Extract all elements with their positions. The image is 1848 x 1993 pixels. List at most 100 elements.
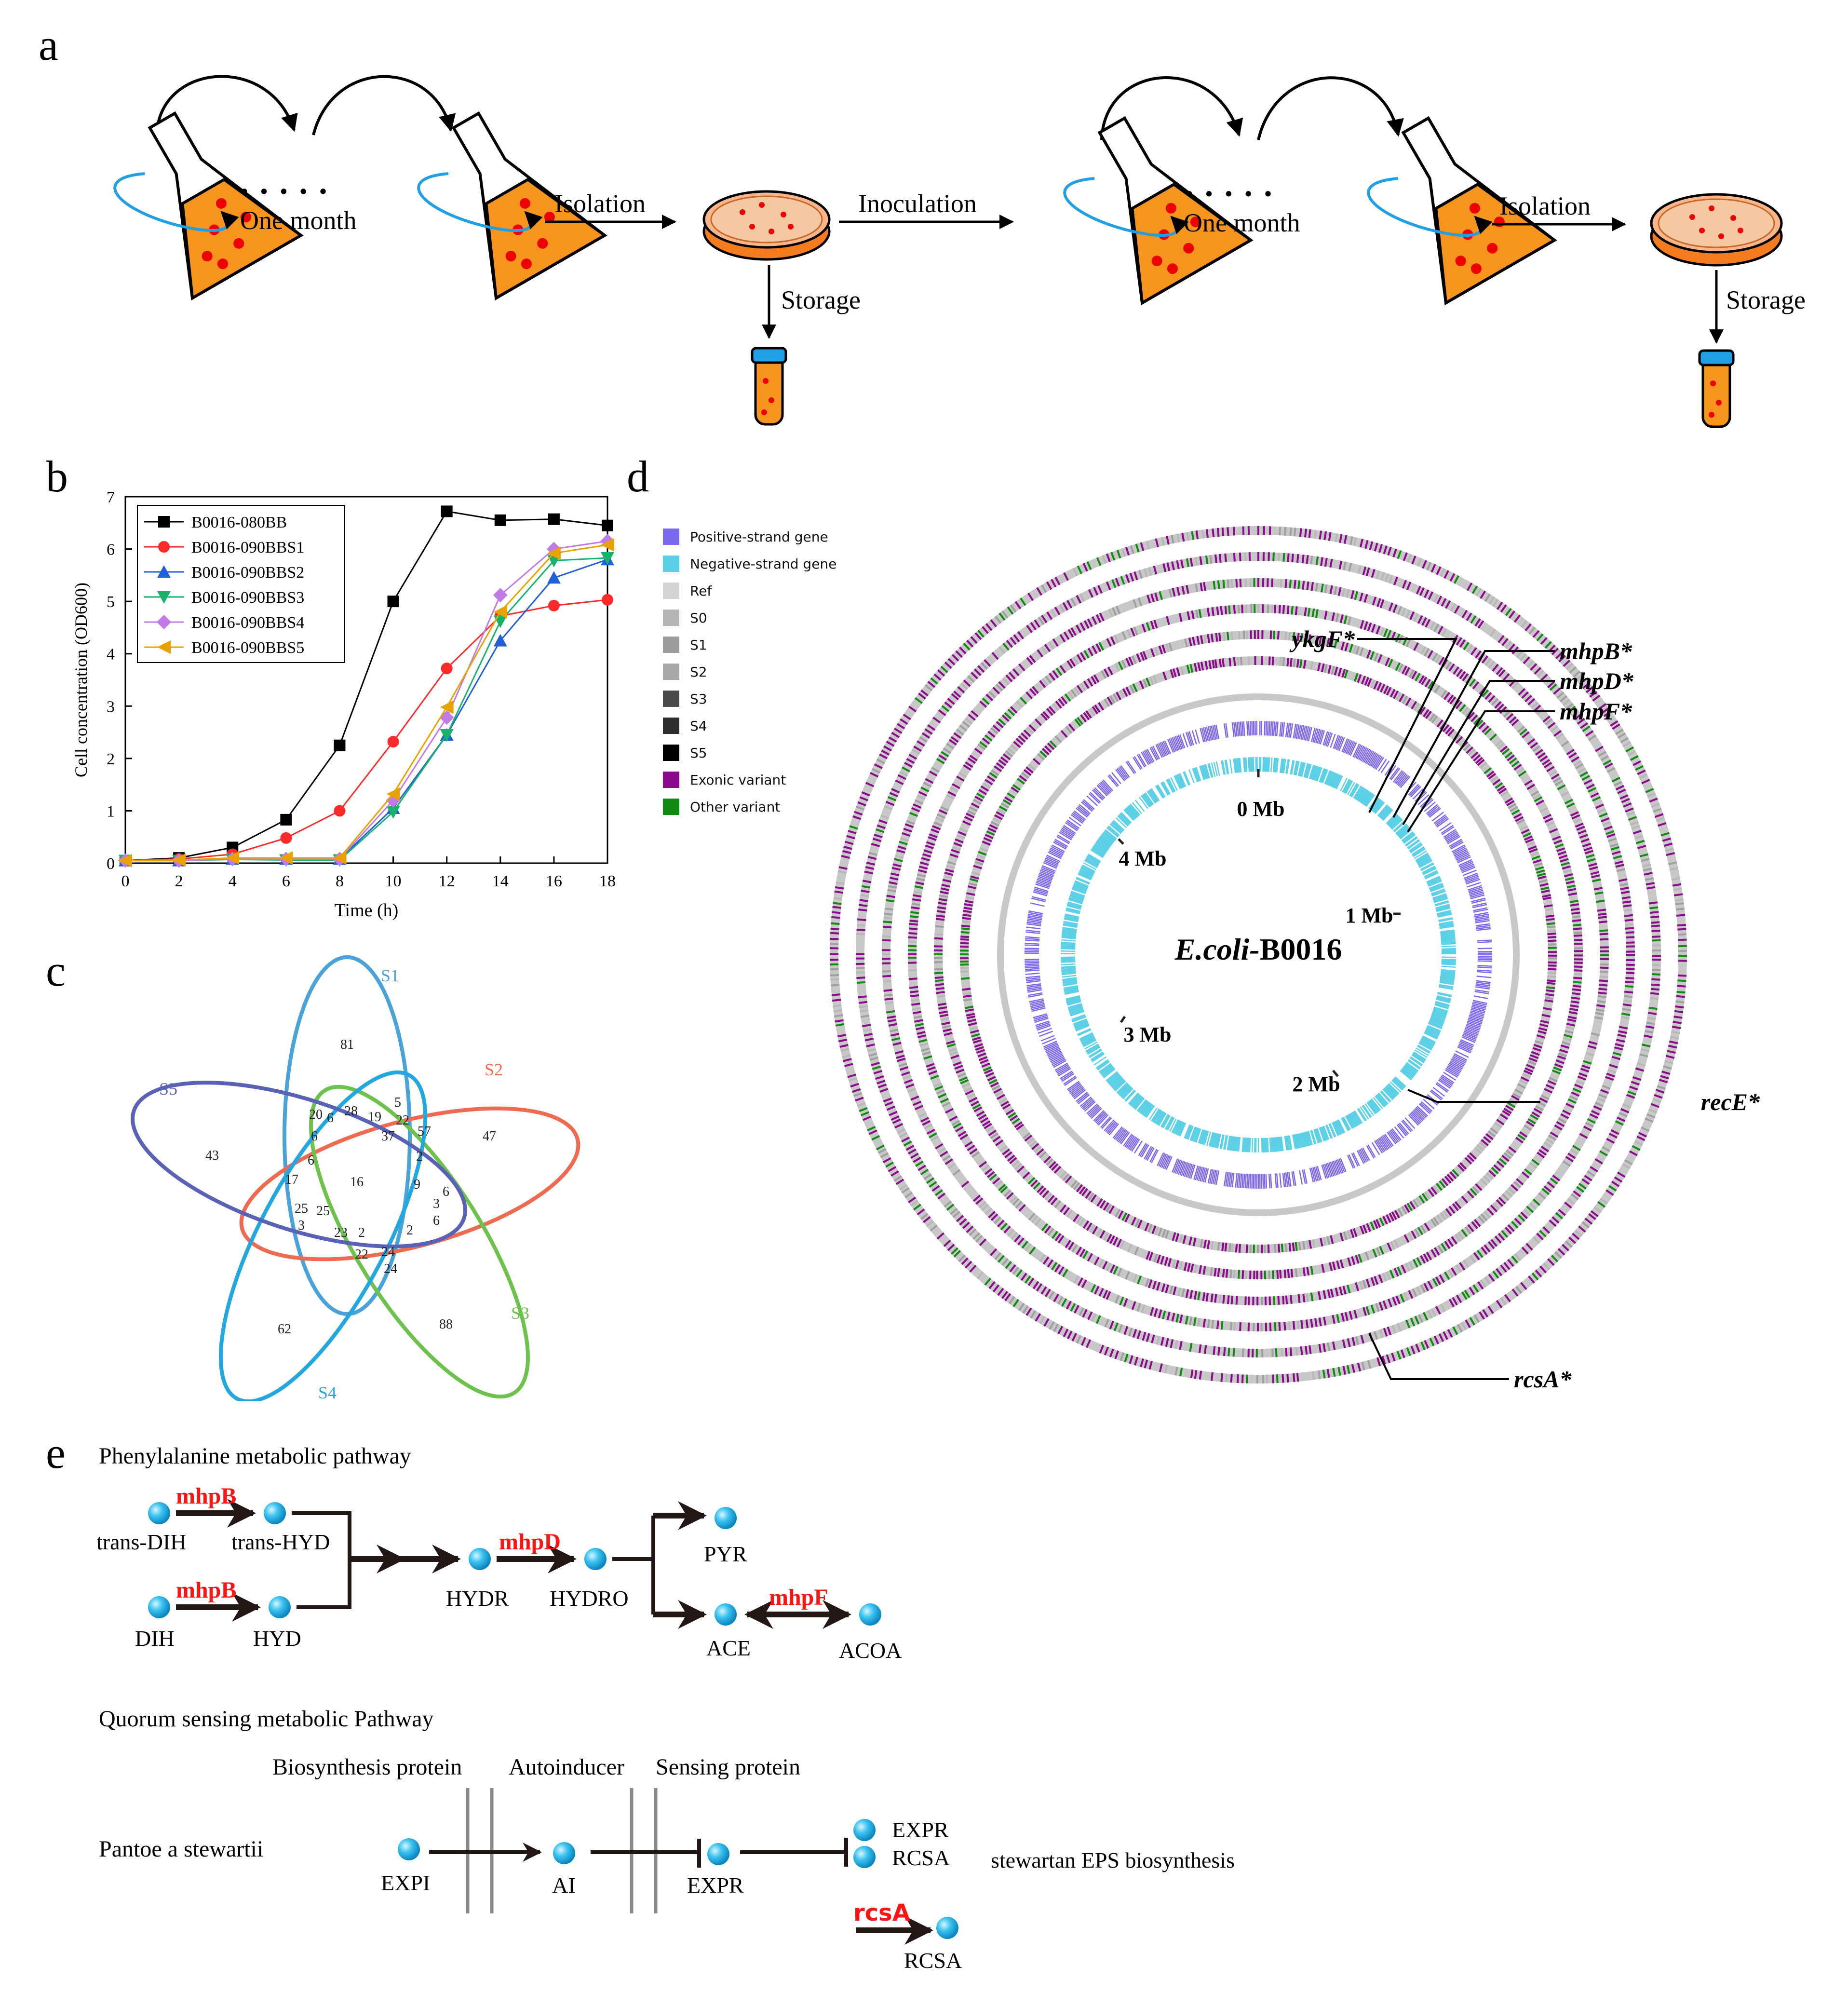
data-point [548, 513, 560, 525]
variant-marks [934, 630, 1582, 1279]
data-point [386, 806, 400, 819]
variant-marks [830, 531, 1687, 1383]
metabolite-node-icon [584, 1548, 607, 1570]
legend-marker [158, 516, 170, 528]
svg-text:trans-DIH: trans-DIH [96, 1530, 187, 1554]
legend-marker [157, 591, 171, 604]
enzyme-label-mhpb: mhpB [176, 1577, 236, 1603]
venn-count: 9 [414, 1177, 420, 1192]
x-tick-label: 10 [385, 872, 402, 890]
data-point [441, 505, 453, 517]
data-point [493, 588, 508, 603]
legend-swatch [663, 529, 679, 545]
legend-swatch [663, 637, 679, 653]
svg-text:AI: AI [552, 1873, 576, 1898]
data-point [547, 571, 561, 584]
svg-text:Biosynthesis protein: Biosynthesis protein [272, 1754, 462, 1780]
series-line [125, 540, 608, 862]
legend-swatch [663, 691, 679, 707]
enzyme-label-rcsa: rcsA [853, 1899, 910, 1926]
variant-marks [856, 552, 1661, 1357]
venn-set-label-s2: S2 [485, 1060, 503, 1079]
x-tick-label: 12 [439, 872, 455, 890]
data-point [119, 854, 132, 868]
gene-label-mhpf: mhpF* [1560, 698, 1632, 725]
variant-marks [831, 526, 1687, 1383]
x-tick-label: 14 [492, 872, 509, 890]
data-point [334, 739, 346, 751]
variant-marks [882, 578, 1634, 1331]
data-point [548, 599, 560, 611]
variant-marks [959, 656, 1557, 1254]
variant-rings [829, 526, 1687, 1384]
pathway-title-quorum: Quorum sensing metabolic Pathway [99, 1706, 434, 1732]
svg-text:Pantoe a stewartii: Pantoe a stewartii [99, 1836, 263, 1862]
x-tick-label: 6 [282, 872, 290, 890]
series-line [125, 599, 608, 862]
genome-name: E.coli-B0016 [1174, 932, 1342, 966]
variant-marks [882, 578, 1629, 1331]
variant-marks [959, 659, 1557, 1253]
variant-marks [855, 552, 1661, 1357]
venn-count: 22 [396, 1113, 409, 1128]
legend-entry: B0016-090BBS1 [191, 539, 304, 556]
venn-count: 6 [327, 1111, 334, 1125]
legend-entry: B0016-090BBS4 [191, 614, 304, 632]
inoculation-label: Inoculation [858, 189, 977, 218]
transfer-arrow-icon [155, 75, 298, 136]
data-point [279, 851, 293, 865]
gene-label-rcsa: rcsA* [1514, 1366, 1572, 1393]
variant-marks [829, 526, 1687, 1383]
panel-label-d: d [627, 452, 649, 501]
one-month-label: One month [240, 206, 356, 235]
shake-flask-icon [451, 111, 607, 301]
svg-text:ACE: ACE [706, 1636, 751, 1660]
venn-count: 6 [433, 1213, 440, 1228]
venn-count: 57 [418, 1124, 431, 1139]
legend-swatch [663, 664, 679, 680]
metabolite-node-icon [553, 1842, 575, 1864]
venn-count: 25 [295, 1201, 308, 1216]
legend-swatch [663, 799, 679, 815]
enzyme-label-mhpd: mhpD [499, 1529, 561, 1555]
svg-text:RCSA: RCSA [892, 1845, 950, 1870]
panel-label-e: e [46, 1428, 66, 1478]
venn-count: 37 [381, 1129, 395, 1144]
circos-legend: Positive-strand gene Negative-strand gen… [663, 523, 836, 820]
svg-text:ACOA: ACOA [839, 1638, 902, 1663]
venn-diagram: S1 S2 S3 S4 S5 81 47 88 62 43 5 22 57 2 … [131, 955, 580, 1401]
panel-a-workflow: · · · · · One month Isolation Inoculatio… [113, 75, 1806, 428]
legend-entry: B0016-090BBS3 [191, 589, 304, 607]
variant-marks [856, 555, 1661, 1358]
rotation-arrow-icon [1367, 177, 1493, 237]
svg-text:Autoinducer: Autoinducer [509, 1754, 624, 1780]
panel-label-b: b [46, 452, 68, 501]
venn-count: 24 [384, 1261, 397, 1276]
storage-tube-icon [1698, 349, 1735, 428]
coord-tick-0mb: 0 Mb [1237, 797, 1285, 821]
venn-set-label-s5: S5 [159, 1079, 177, 1098]
variant-marks [882, 579, 1633, 1332]
variant-marks [934, 630, 1583, 1280]
venn-count: 5 [394, 1095, 401, 1110]
metabolite-node-icon [715, 1603, 737, 1626]
coord-tick-2mb: 2 Mb [1293, 1072, 1340, 1096]
venn-count: 23 [334, 1225, 348, 1240]
metabolite-node-icon [269, 1596, 291, 1618]
legend-marker [157, 615, 171, 629]
svg-text:DIH: DIH [135, 1626, 175, 1651]
venn-count: 2 [416, 1149, 423, 1164]
venn-count: 20 [309, 1107, 323, 1122]
petri-dish-icon [1650, 193, 1783, 267]
venn-count: 16 [350, 1175, 364, 1190]
y-tick-label: 4 [107, 646, 115, 664]
data-point [333, 851, 347, 865]
variant-marks [908, 607, 1609, 1305]
legend-swatch [663, 718, 679, 734]
metabolite-node-icon [853, 1819, 876, 1841]
legend-marker [157, 565, 171, 578]
data-point [440, 729, 454, 742]
y-tick-label: 0 [107, 855, 115, 873]
data-point [547, 546, 561, 560]
